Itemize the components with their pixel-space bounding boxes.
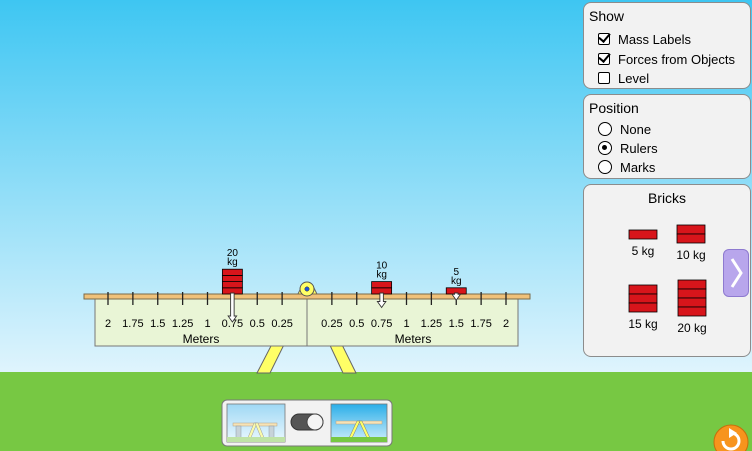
ruler-tick-label-left: 1.5 [150, 318, 165, 330]
ruler-unit-left: Meters [183, 332, 220, 346]
brick-20kg-label: 20 kg [677, 321, 707, 335]
ruler-unit-right: Meters [395, 332, 432, 346]
ruler-tick-label-right: 1.75 [470, 318, 491, 330]
toggle-switch[interactable] [290, 413, 324, 431]
brick-15kg-label: 15 kg [628, 317, 658, 331]
forces-checkbox[interactable] [598, 53, 610, 65]
next-bricks-button[interactable] [723, 249, 749, 297]
mass-labels-checkbox[interactable] [598, 33, 610, 45]
ruler-tick-label-left: 0.5 [250, 318, 265, 330]
brick-15kg[interactable] [628, 284, 658, 313]
ruler-tick-label-left: 0.25 [271, 318, 292, 330]
ruler-tick-label-left: 1.25 [172, 318, 193, 330]
ruler-tick-label-right: 0.5 [349, 318, 364, 330]
ruler-tick-label-right: 1 [403, 318, 409, 330]
ruler-tick-label-left: 2 [105, 318, 111, 330]
ruler-tick-label-left: 1.75 [122, 318, 143, 330]
pivot-pin [299, 281, 315, 297]
brick-10kg-label: 10 kg [676, 248, 706, 262]
mass-unit-label: kg [227, 257, 238, 268]
plank[interactable]: 2 1.75 1.5 1.25 1 0.75 0.5 0.25 0.25 0.5 0.75 1 1.25… [83, 292, 531, 347]
bricks-panel: Bricks 5 kg 10 kg 15 kg 20 kg [583, 184, 751, 357]
position-panel: Position None Rulers Marks [583, 94, 751, 179]
brick-5kg-label: 5 kg [631, 244, 655, 258]
chevron-right-icon [730, 258, 743, 288]
level-checkbox-row[interactable]: Level [598, 69, 649, 87]
force-arrow [227, 292, 238, 323]
supports-on-icon[interactable] [226, 403, 286, 443]
level-checkbox[interactable] [598, 72, 610, 84]
reset-icon [721, 431, 741, 451]
brick-20kg[interactable] [677, 279, 707, 317]
brick-layer [221, 268, 243, 276]
ruler-tick-label-right: 2 [503, 318, 509, 330]
forces-label: Forces from Objects [618, 51, 736, 67]
mass-value-label: 10 [376, 261, 388, 272]
position-rulers-row[interactable]: Rulers [598, 139, 658, 157]
reset-button[interactable] [713, 424, 749, 451]
mass-5kg[interactable]: 5kg [445, 267, 467, 302]
mass-unit-label: kg [376, 270, 387, 281]
mass-value-label: 20 [227, 248, 239, 259]
mass-unit-label: kg [451, 276, 462, 287]
reset-arrowhead [729, 428, 737, 438]
brick-palette [628, 224, 707, 317]
position-marks-row[interactable]: Marks [598, 158, 655, 176]
mass-labels-checkbox-row[interactable]: Mass Labels [598, 30, 691, 48]
position-panel-title: Position [589, 100, 639, 116]
ruler-tick-label-right: 1.5 [449, 318, 464, 330]
ruler-tick-label-right: 0.25 [321, 318, 342, 330]
none-radio[interactable] [598, 122, 612, 136]
ruler-tick-label-left: 0.75 [222, 318, 243, 330]
rulers-radio[interactable] [598, 141, 612, 155]
force-arrow [376, 292, 387, 309]
marks-label: Marks [620, 159, 656, 175]
ruler-tick-label-right: 0.75 [371, 318, 392, 330]
mass-value-label: 5 [453, 267, 459, 278]
none-label: None [620, 121, 652, 137]
ruler-tick-label-right: 1.25 [421, 318, 442, 330]
brick-10kg[interactable] [676, 224, 706, 244]
support-toggle[interactable] [221, 399, 393, 447]
supports-off-icon[interactable] [330, 403, 388, 443]
show-panel-title: Show [589, 8, 625, 24]
forces-checkbox-row[interactable]: Forces from Objects [598, 50, 735, 68]
mass-labels-label: Mass Labels [618, 31, 691, 47]
bricks-panel-title: Bricks [647, 190, 687, 206]
brick-layer [221, 281, 243, 289]
level-label: Level [618, 70, 650, 86]
brick-layer [371, 281, 393, 289]
force-arrow [451, 292, 462, 302]
ruler-labels: 2 1.75 1.5 1.25 1 0.75 0.5 0.25 0.25 0.5 0.75 1 1.25… [105, 318, 509, 330]
position-none-row[interactable]: None [598, 120, 651, 138]
show-panel: Show Mass Labels Forces from Objects Lev… [583, 2, 751, 89]
brick-layer [221, 274, 243, 282]
ruler-tick-label-left: 1 [204, 318, 210, 330]
brick-5kg[interactable] [628, 229, 658, 240]
marks-radio[interactable] [598, 160, 612, 174]
rulers-label: Rulers [620, 140, 658, 156]
